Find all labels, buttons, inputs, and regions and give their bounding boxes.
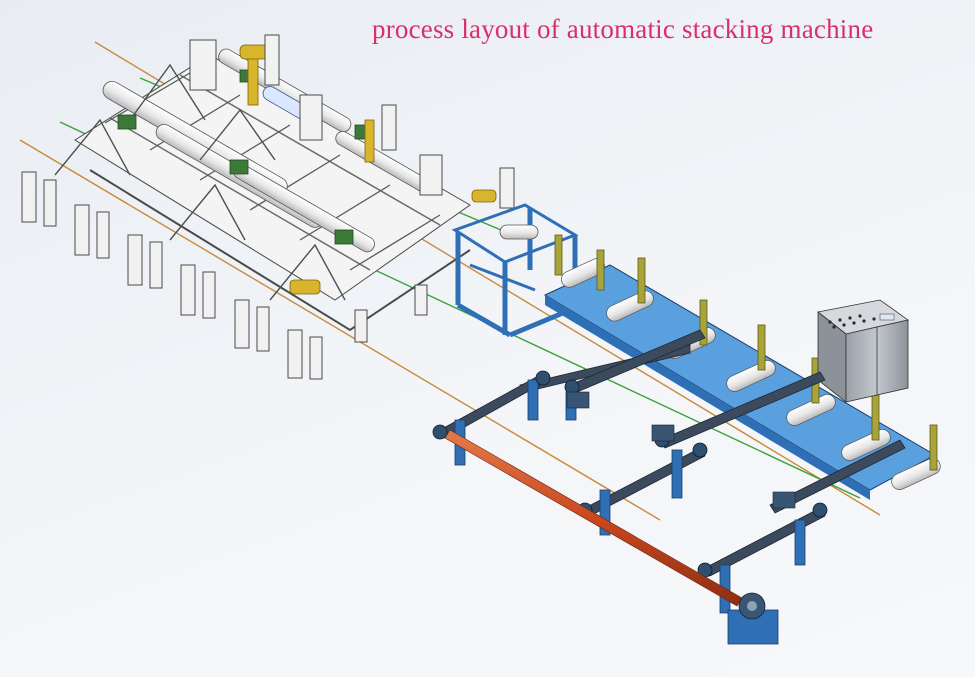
gear-motor-main <box>727 592 779 645</box>
frame-trusses <box>54 63 346 301</box>
frame-cross-ribs <box>104 69 441 271</box>
cabinet-buttons <box>828 314 876 329</box>
chain-transfer-arms <box>432 329 906 614</box>
stacking-frame <box>21 34 515 380</box>
diagram-title: process layout of automatic stacking mac… <box>372 14 874 44</box>
frame-support-stands <box>21 171 428 380</box>
control-cabinet <box>817 299 909 403</box>
frame-tower-units <box>189 34 515 209</box>
gear-motors <box>566 391 796 645</box>
frame-actuators <box>239 44 497 295</box>
cabinet-display-screen <box>879 313 895 321</box>
